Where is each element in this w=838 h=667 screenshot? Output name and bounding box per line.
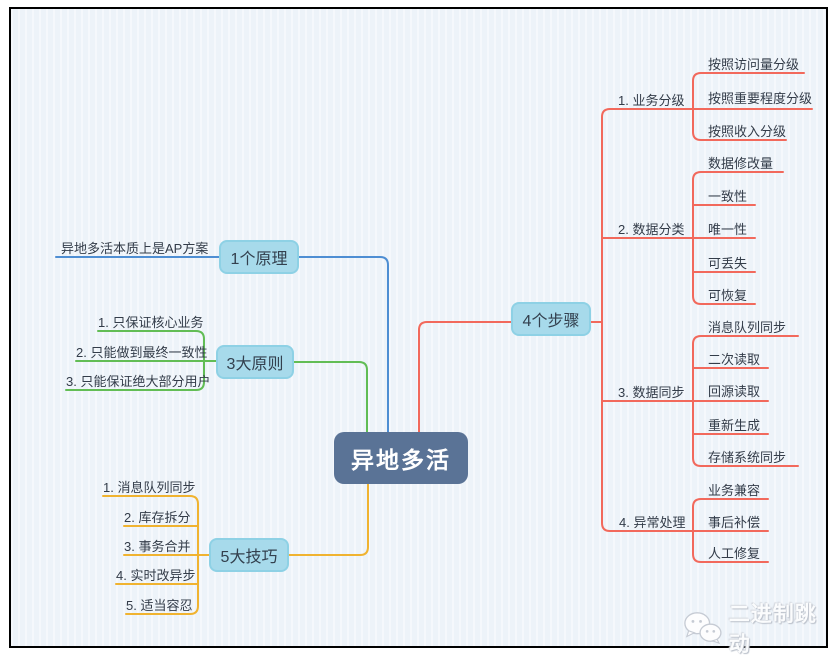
- subbranch-label-business-grading[interactable]: 1. 业务分级: [618, 93, 685, 108]
- watermark: 二进制跳动: [683, 603, 833, 656]
- leaf-rule-3[interactable]: 3. 只能保证绝大部分用户: [66, 374, 211, 389]
- subbranch-label-data-sync[interactable]: 3. 数据同步: [618, 385, 685, 400]
- leaf-business-compat[interactable]: 业务兼容: [708, 483, 761, 498]
- leaf-trick-2[interactable]: 2. 库存拆分: [124, 510, 191, 525]
- chat-bubbles-icon: [684, 612, 722, 645]
- leaf-origin-read[interactable]: 回源读取: [708, 384, 761, 399]
- leaf-grading-by-traffic[interactable]: 按照访问量分级: [708, 57, 800, 72]
- leaf-after-compensation[interactable]: 事后补偿: [708, 515, 761, 530]
- leaf-recoverable[interactable]: 可恢复: [708, 288, 748, 303]
- topic-node-rules[interactable]: 3大原则: [216, 345, 294, 379]
- topic-node-tricks[interactable]: 5大技巧: [209, 538, 289, 572]
- leaf-storage-sync[interactable]: 存储系统同步: [708, 450, 787, 465]
- leaf-second-read[interactable]: 二次读取: [708, 352, 761, 367]
- leaf-grading-by-importance[interactable]: 按照重要程度分级: [708, 91, 813, 106]
- central-topic-node[interactable]: 异地多活: [334, 432, 468, 484]
- leaf-trick-1[interactable]: 1. 消息队列同步: [103, 480, 196, 495]
- leaf-rule-2[interactable]: 2. 只能做到最终一致性: [76, 345, 208, 360]
- leaf-grading-by-revenue[interactable]: 按照收入分级: [708, 124, 787, 139]
- leaf-uniqueness[interactable]: 唯一性: [708, 222, 748, 237]
- leaf-mq-sync[interactable]: 消息队列同步: [708, 320, 787, 335]
- topic-node-steps[interactable]: 4个步骤: [511, 302, 591, 336]
- subbranch-label-exception-handling[interactable]: 4. 异常处理: [619, 515, 686, 530]
- mindmap-canvas: 异地多活 1个原理 3大原则 4个步骤 5大技巧 异地多活本质上是AP方案 1.…: [9, 7, 828, 656]
- subbranch-label-data-classification[interactable]: 2. 数据分类: [618, 222, 685, 237]
- leaf-manual-repair[interactable]: 人工修复: [708, 546, 761, 561]
- watermark-text: 二进制跳动: [728, 603, 817, 656]
- leaf-trick-3[interactable]: 3. 事务合并: [124, 539, 191, 554]
- topic-node-principle[interactable]: 1个原理: [219, 240, 299, 274]
- leaf-data-modification[interactable]: 数据修改量: [708, 156, 774, 171]
- leaf-losable[interactable]: 可丢失: [708, 256, 748, 271]
- leaf-trick-5[interactable]: 5. 适当容忍: [126, 598, 193, 613]
- leaf-trick-4[interactable]: 4. 实时改异步: [116, 568, 196, 583]
- leaf-regenerate[interactable]: 重新生成: [708, 418, 761, 433]
- leaf-rule-1[interactable]: 1. 只保证核心业务: [98, 315, 204, 330]
- leaf-ap-plan[interactable]: 异地多活本质上是AP方案: [61, 241, 209, 256]
- leaf-consistency[interactable]: 一致性: [708, 189, 748, 204]
